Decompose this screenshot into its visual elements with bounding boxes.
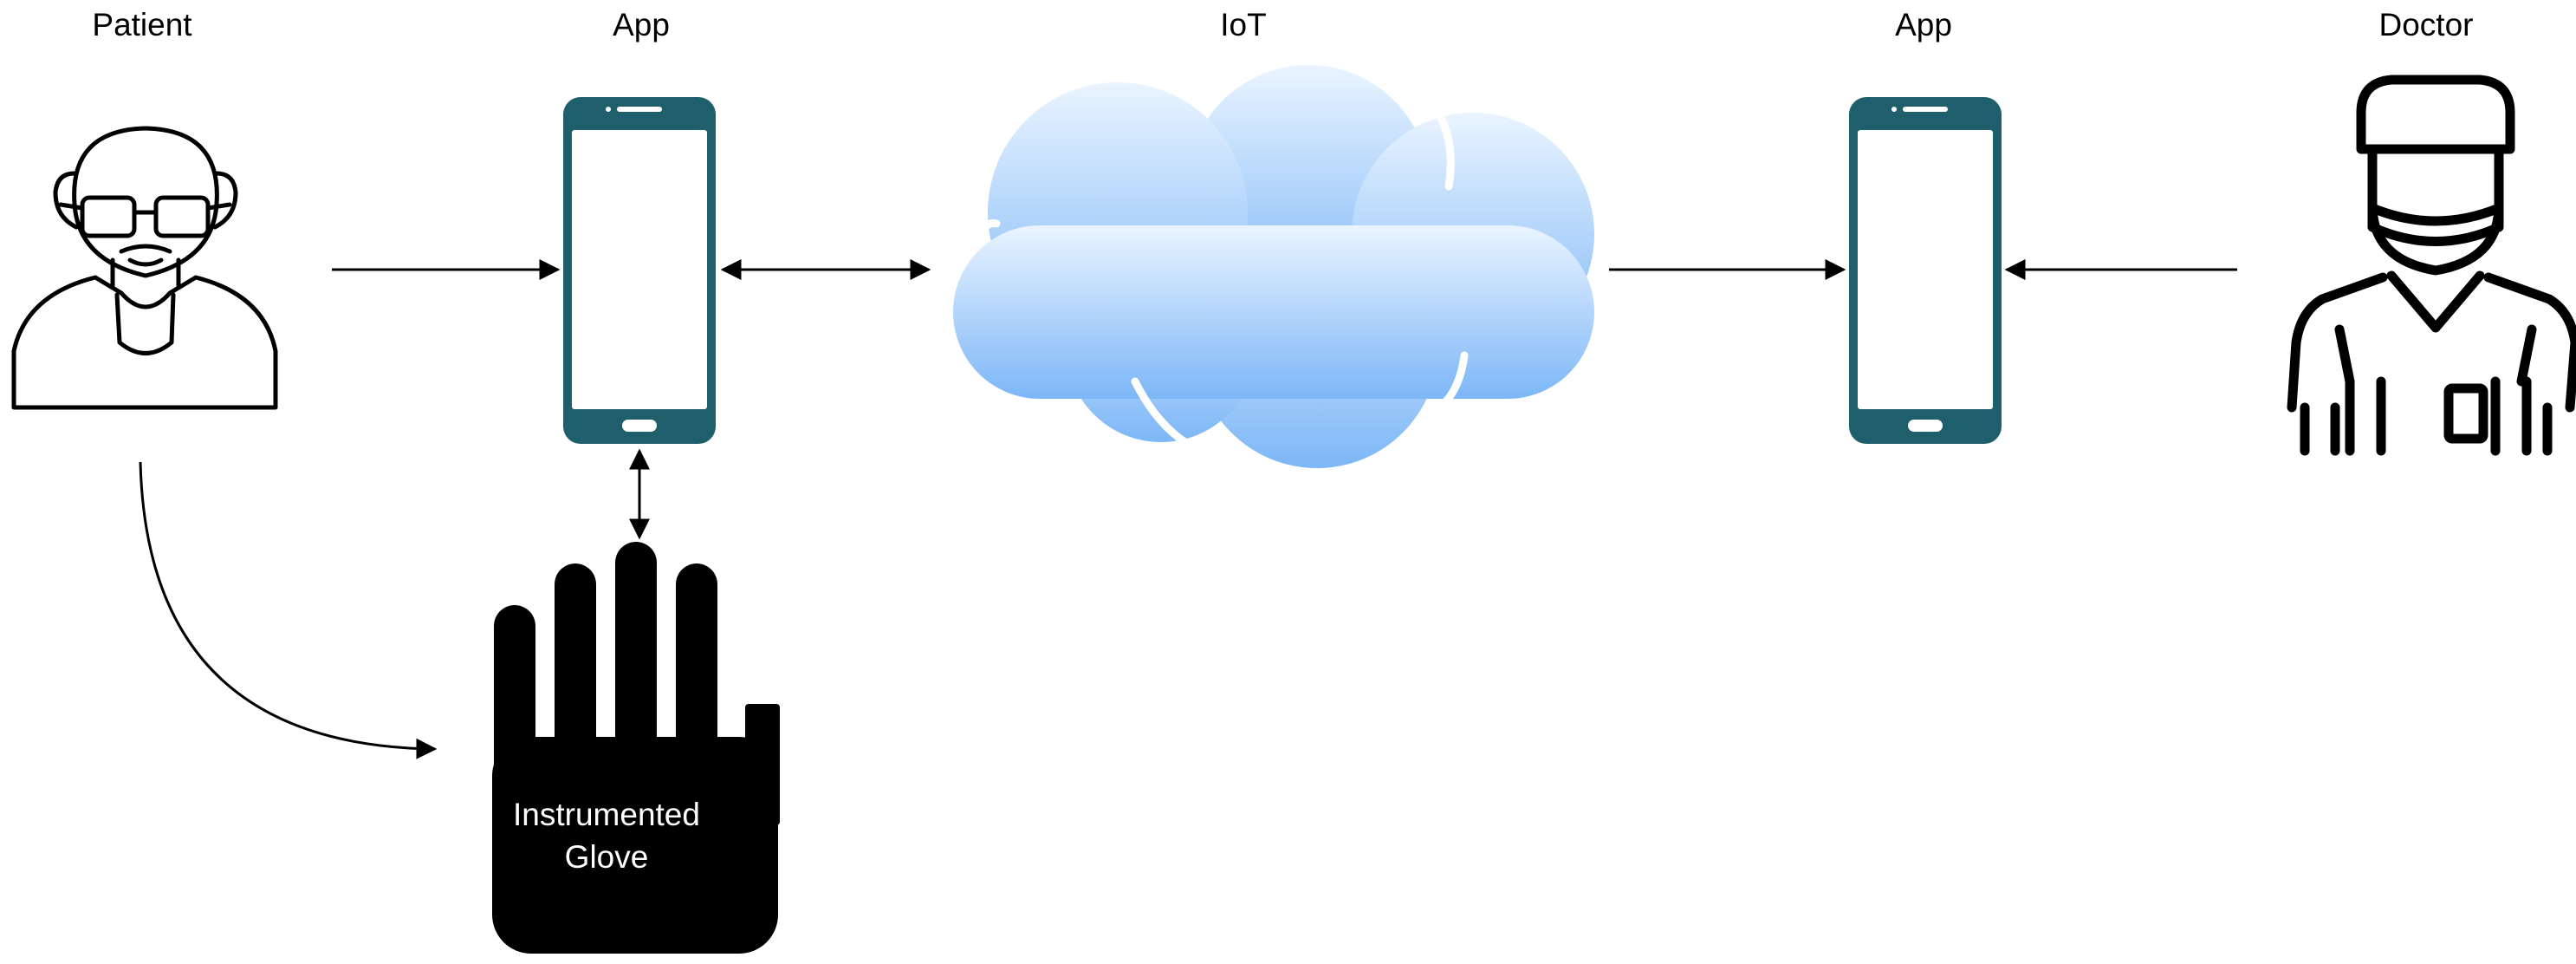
app-phone-left: [563, 97, 716, 444]
cloud-icon: [953, 65, 1594, 468]
glove-label-line2: Glove: [564, 839, 649, 875]
glove-label: Instrumented Glove: [485, 793, 728, 878]
glove-label-line1: Instrumented: [513, 797, 700, 832]
patient-label: Patient: [92, 7, 192, 42]
doctor-label: Doctor: [2378, 7, 2474, 42]
app-phone-right: [1849, 97, 2002, 444]
doctor-icon: [2287, 75, 2576, 456]
elderly-man-icon: [11, 126, 278, 410]
iot-label: IoT: [1220, 7, 1267, 42]
arrow-patient-to-glove: [139, 461, 438, 759]
app-left-label: App: [613, 7, 670, 42]
hand-glove-icon: [492, 542, 780, 954]
app-right-label: App: [1895, 7, 1952, 42]
